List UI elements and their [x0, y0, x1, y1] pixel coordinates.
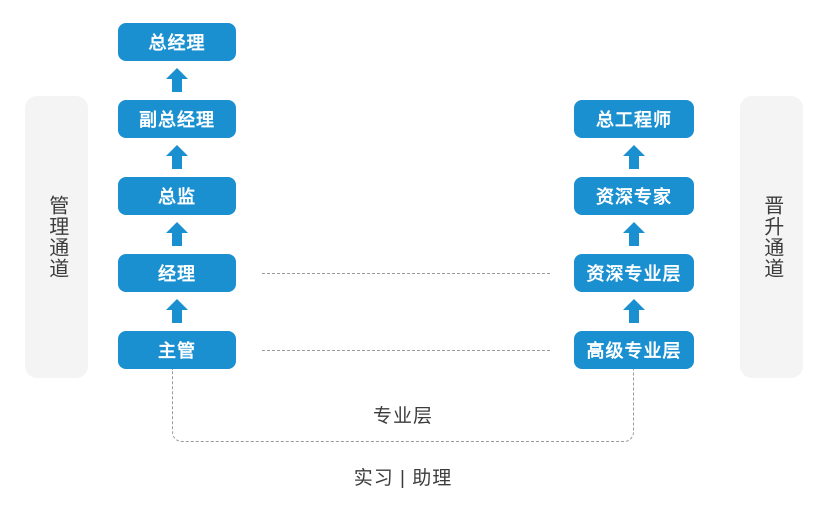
arrow-up-icon: [623, 299, 645, 323]
role-box-supervisor[interactable]: 主管: [118, 331, 236, 369]
arrow-up-icon: [166, 299, 188, 323]
entry-level-caption: 实习 | 助理: [353, 468, 453, 489]
arrow-up-icon: [166, 145, 188, 169]
arrow-up-icon: [623, 145, 645, 169]
equivalence-link-manager: [262, 273, 550, 274]
professional-layer-bracket: [172, 369, 634, 442]
promotion-channel-label: 晋升通道: [760, 195, 783, 279]
arrow-up-icon: [166, 222, 188, 246]
role-box-manager[interactable]: 经理: [118, 254, 236, 292]
arrow-up-icon: [166, 68, 188, 92]
role-box-director[interactable]: 总监: [118, 177, 236, 215]
equivalence-link-supervisor: [262, 350, 550, 351]
role-box-general-manager[interactable]: 总经理: [118, 23, 236, 61]
role-box-senior-professional-layer[interactable]: 资深专业层: [574, 254, 694, 292]
role-box-advanced-professional-layer[interactable]: 高级专业层: [574, 331, 694, 369]
professional-layer-caption: 专业层: [372, 406, 433, 427]
role-box-deputy-general-manager[interactable]: 副总经理: [118, 100, 236, 138]
management-channel-panel: 管理通道: [25, 96, 88, 378]
role-box-chief-engineer[interactable]: 总工程师: [574, 100, 694, 138]
arrow-up-icon: [623, 222, 645, 246]
promotion-channel-panel: 晋升通道: [740, 96, 803, 378]
management-channel-label: 管理通道: [45, 195, 68, 279]
role-box-senior-expert[interactable]: 资深专家: [574, 177, 694, 215]
